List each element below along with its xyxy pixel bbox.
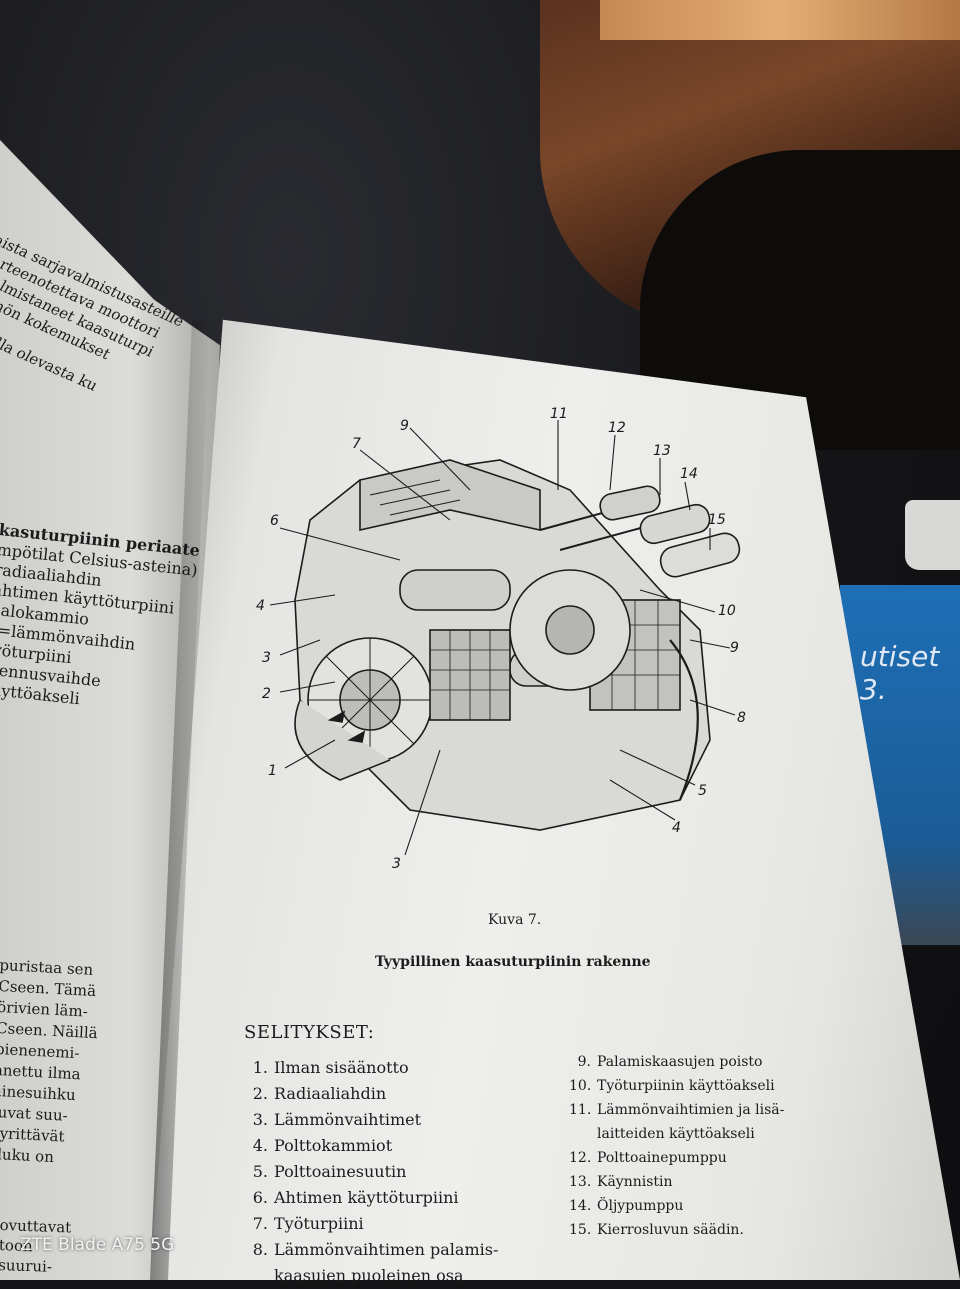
legend-text: Lämmönvaihtimet <box>274 1110 422 1129</box>
camera-watermark: ZTE Blade A75 5G <box>20 1235 175 1255</box>
legend-text: Polttoainesuutin <box>274 1162 407 1181</box>
legend-number: 13. <box>569 1174 592 1190</box>
legend-item: 14. Öljypumppu <box>569 1194 784 1218</box>
legend-number: 9. <box>577 1054 591 1070</box>
legend-item: 9. Palamiskaasujen poisto <box>569 1050 784 1074</box>
legend-text: Käynnistin <box>597 1174 673 1190</box>
callout-15: 15 <box>708 512 726 528</box>
legend-number: 5. <box>252 1162 268 1181</box>
legend-item: 5. Polttoainesuutin <box>248 1159 498 1185</box>
left-page-lower-text: puristaa sen Cseen. Tämä örivien läm- Cs… <box>0 955 101 1170</box>
blue-book-label: utiset 3. <box>860 640 940 706</box>
callout-1: 1 <box>268 763 277 779</box>
text-line: suurui- <box>0 1255 53 1276</box>
callout-3: 3 <box>262 650 271 666</box>
callout-10: 10 <box>718 603 736 619</box>
legend-item: 2. Radiaaliahdin <box>248 1081 498 1107</box>
oil-pump <box>659 532 741 578</box>
legend-number: 10. <box>569 1078 592 1094</box>
figure-title: Tyypillinen kaasuturpiinin rakenne <box>375 954 651 970</box>
legend-item: 10. Työturpiinin käyttöakseli <box>569 1074 784 1098</box>
legend-item: laitteiden käyttöakseli <box>569 1122 784 1146</box>
legend-item: 12. Polttoainepumppu <box>569 1146 784 1170</box>
callout-3b: 3 <box>392 856 401 872</box>
legend-number: 14. <box>569 1198 592 1214</box>
callout-2: 2 <box>262 686 271 702</box>
legend-text: Polttoainepumppu <box>597 1150 727 1166</box>
callout-11: 11 <box>550 406 568 422</box>
legend-text: kaasujen puoleinen osa <box>274 1266 464 1285</box>
legend-item: 8. Lämmönvaihtimen palamis- <box>248 1237 499 1263</box>
callout-14: 14 <box>680 466 698 482</box>
legend-number: 6. <box>252 1188 268 1207</box>
legend-item: 7. Työturpiini <box>248 1211 498 1237</box>
combustion-chamber <box>399 569 511 611</box>
legend-title: SELITYKSET: <box>244 1022 375 1043</box>
legend-text: Työturpiini <box>274 1214 364 1233</box>
legend-item: 15. Kierrosluvun säädin. <box>569 1218 784 1242</box>
legend-text: Öljypumppu <box>597 1198 684 1214</box>
left-page-middle-text: kasuturpiinin periaate mpötilat Celsius-… <box>0 520 201 720</box>
starter <box>639 503 711 545</box>
legend-text: laitteiden käyttöakseli <box>597 1126 755 1142</box>
air-intake <box>294 699 391 781</box>
legend-text: Kierrosluvun säädin. <box>597 1222 744 1238</box>
white-cloth <box>905 500 960 570</box>
callout-7: 7 <box>352 436 361 452</box>
legend-text: Ilman sisäänotto <box>274 1058 409 1077</box>
legend-number: 8. <box>252 1240 268 1259</box>
legend-left-column: 1. Ilman sisäänotto 2. Radiaaliahdin 3. Läm… <box>248 1055 499 1289</box>
legend-right-column: 9. Palamiskaasujen poisto 10. Työturpiinin… <box>569 1050 784 1242</box>
figure-number: Kuva 7. <box>488 912 542 928</box>
callout-9b: 9 <box>730 640 739 656</box>
legend-item: 11. Lämmönvaihtimien ja lisä- <box>569 1098 784 1122</box>
fuel-pump <box>599 485 661 521</box>
legend-number: 11. <box>569 1102 592 1118</box>
legend-text: Polttokammiot <box>274 1136 393 1155</box>
legend-number: 15. <box>569 1222 592 1238</box>
exhaust-outlet <box>669 639 699 801</box>
legend-number: 12. <box>569 1150 592 1166</box>
callout-6: 6 <box>270 513 279 529</box>
legend-item: kaasujen puoleinen osa <box>248 1263 498 1289</box>
legend-text: Ahtimen käyttöturpiini <box>274 1188 459 1207</box>
legend-text: Radiaaliahdin <box>274 1084 387 1103</box>
legend-item: 3. Lämmönvaihtimet <box>248 1107 498 1133</box>
callout-9: 9 <box>400 418 409 434</box>
legend-item: 13. Käynnistin <box>569 1170 784 1194</box>
legend-number: 3. <box>252 1110 268 1129</box>
callout-12: 12 <box>608 420 626 436</box>
callout-5: 5 <box>698 783 707 799</box>
legend-number: 1. <box>252 1058 268 1077</box>
callout-13: 13 <box>653 443 671 459</box>
legend-text: Lämmönvaihtimien ja lisä- <box>597 1102 785 1118</box>
legend-number: 4. <box>252 1136 268 1155</box>
gas-turbine-cutaway-drawing: 1 2 3 4 5 6 7 8 9 10 11 12 13 14 15 9 4 … <box>256 406 746 872</box>
legend-item: 1. Ilman sisäänotto <box>248 1055 498 1081</box>
legend-number: 2. <box>252 1084 268 1103</box>
callout-4b: 4 <box>672 820 681 836</box>
callout-4: 4 <box>256 598 265 614</box>
wooden-trim <box>600 0 960 40</box>
legend-text: Lämmönvaihtimen palamis- <box>274 1240 499 1259</box>
legend-text: Palamiskaasujen poisto <box>597 1054 763 1070</box>
legend-item: 6. Ahtimen käyttöturpiini <box>248 1185 498 1211</box>
callout-8: 8 <box>737 710 746 726</box>
legend-number: 7. <box>252 1214 268 1233</box>
legend-text: Työturpiinin käyttöakseli <box>597 1078 775 1094</box>
legend-item: 4. Polttokammiot <box>248 1133 498 1159</box>
